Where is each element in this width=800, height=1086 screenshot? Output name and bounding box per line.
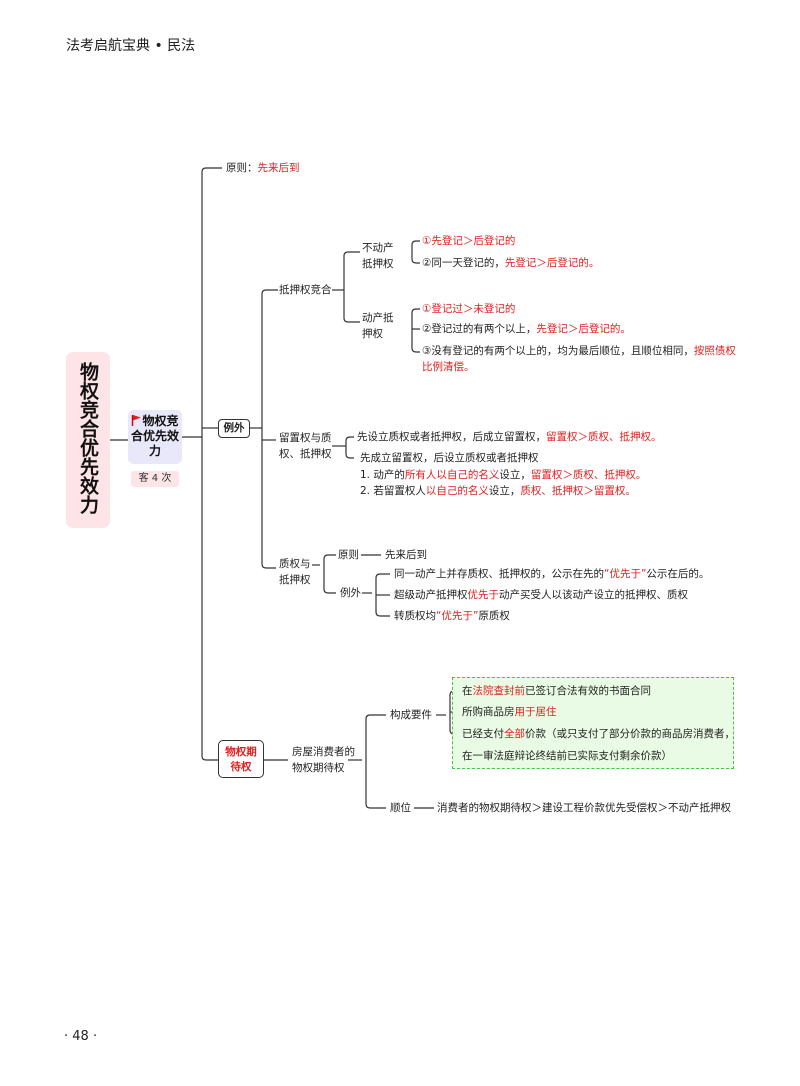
lien-rule-c: 1. 动产的所有人以自己的名义设立，留置权＞质权、抵押权。 (360, 469, 646, 482)
lien-node-line2: 权、抵押权 (279, 448, 332, 460)
expectancy-node-line1: 房屋消费者的 (292, 746, 355, 758)
lien-rule-a: 先设立质权或者抵押权，后成立留置权，留置权＞质权、抵押权。 (357, 431, 662, 444)
page-number: · 48 · (64, 1029, 98, 1044)
pledge-node-line2: 抵押权 (279, 574, 311, 586)
movable-rule-3-a: ③没有登记的有两个以上的，均为最后顺位，且顺位相同， (422, 345, 694, 357)
lien-rule-a-1: 先设立质权或者抵押权，后成立留置权， (357, 431, 546, 443)
pledge-exception-2-c: 动产买受人以该动产设立的抵押权、质权 (499, 589, 688, 601)
lien-rule-d-2: 以自己的名义 (425, 485, 489, 497)
immovable-mortgage-node: 不动产抵押权 (362, 242, 394, 270)
lien-rule-c-3: 设立， (499, 469, 531, 481)
pledge-exception-2-a: 超级动产抵押权 (394, 589, 468, 601)
pledge-exception-2-b: 优先于 (467, 589, 500, 601)
pledge-exception-1-c: 公示在后的。 (646, 568, 710, 580)
principle-label: 原则： (226, 162, 258, 174)
requirement-3-cont: 在一审法庭辩论终结前已实际支付剩余价款） (462, 750, 672, 762)
immovable-rule-1: ①先登记＞后登记的 (422, 235, 515, 248)
expectancy-box-line1: 物权期 (225, 746, 257, 758)
requirement-1-a: 在 (462, 685, 473, 697)
requirement-2: 所购商品房用于居住 (462, 706, 557, 719)
lien-rule-d-1: 2. 若留置权人 (360, 485, 426, 497)
immovable-rule-2-a: ②同一天登记的， (422, 257, 505, 269)
principle-value: 先来后到 (257, 162, 300, 174)
lien-rule-c-2: 所有人以自己的名义 (404, 469, 500, 481)
pledge-exception-label: 例外 (340, 587, 361, 599)
requirement-2-b: 用于居住 (514, 706, 557, 718)
exceptions-box: 例外 (218, 419, 250, 438)
lien-rule-d-4: 质权、抵押权＞留置权。 (520, 485, 636, 497)
main-topic-node: 物权竞合优先效力 (128, 410, 182, 464)
movable-rule-2-a: ②登记过的有两个以上， (422, 323, 537, 335)
immovable-rule-2: ②同一天登记的，先登记＞后登记的。 (422, 257, 599, 270)
requirements-node: 构成要件 (390, 709, 432, 721)
lien-node-line1: 留置权与质 (279, 432, 332, 444)
movable-rule-1-text: ①登记过＞未登记的 (422, 303, 516, 315)
pledge-exception-1-b: “优先于” (604, 568, 647, 580)
requirement-1-b: 法院查封前 (472, 685, 526, 697)
lien-rule-d: 2. 若留置权人以自己的名义设立，质权、抵押权＞留置权。 (360, 485, 636, 498)
requirement-1-c: 已签订合法有效的书面合同 (525, 685, 651, 697)
pledge-exception-1-a: 同一动产上并存质权、抵押权的，公示在先的 (394, 568, 604, 580)
requirement-3-a: 已经支付 (462, 728, 504, 740)
order-label: 顺位 (390, 802, 411, 814)
red-flag-icon (132, 415, 142, 426)
pledge-exception-3-a: 转质权均 (394, 610, 436, 622)
movable-rule-2: ②登记过的有两个以上，先登记＞后登记的。 (422, 323, 631, 336)
lien-rule-d-3: 设立， (488, 485, 521, 497)
order-value: 消费者的物权期待权＞建设工程价款优先受偿权＞不动产抵押权 (437, 802, 731, 814)
requirement-3: 已经支付全部价款（或只支付了部分价款的商品房消费者， (462, 728, 735, 741)
pledge-principle-value: 先来后到 (385, 549, 427, 561)
lien-rule-c-4: 留置权＞质权、抵押权。 (530, 469, 647, 481)
expectancy-box-line2: 待权 (230, 761, 252, 773)
expectancy-box: 物权期 待权 (218, 740, 264, 778)
movable-rule-3: ③没有登记的有两个以上的，均为最后顺位，且顺位相同，按照债权 (422, 345, 736, 358)
requirements-box (452, 677, 734, 769)
immovable-rule-2-b: 先登记＞后登记的。 (504, 257, 600, 269)
lien-rule-b: 先成立留置权，后设立质权或者抵押权 (360, 452, 539, 464)
main-topic-label: 物权竞合优先效力 (128, 414, 182, 459)
requirement-3-b: 全部 (504, 728, 525, 740)
movable-rule-3-c: 比例清偿。 (422, 361, 475, 373)
pledge-exception-3-c: 原质权 (478, 610, 510, 622)
movable-mortgage-node: 动产抵押权 (362, 312, 394, 340)
pledge-exception-1: 同一动产上并存质权、抵押权的，公示在先的“优先于”公示在后的。 (394, 568, 709, 581)
page-header: 法考启航宝典 • 民法 (66, 38, 196, 54)
frequency-badge: 客 4 次 (131, 471, 179, 487)
principle-node: 原则：先来后到 (226, 162, 300, 175)
mortgage-competition-node: 抵押权竞合 (279, 284, 332, 296)
requirement-2-a: 所购商品房 (462, 706, 515, 718)
movable-rule-1: ①登记过＞未登记的 (422, 303, 515, 316)
pledge-exception-3-b: “优先于” (436, 610, 479, 622)
lien-rule-c-1: 1. 动产的 (360, 469, 405, 481)
movable-rule-3-b: 按照债权 (693, 345, 736, 357)
immovable-rule-1-text: ①先登记＞后登记的 (422, 235, 516, 247)
lien-rule-a-2: 留置权＞质权、抵押权。 (546, 431, 662, 443)
requirement-3-c: 价款（或只支付了部分价款的商品房消费者， (525, 728, 735, 740)
expectancy-node-line2: 物权期待权 (292, 762, 345, 774)
vertical-title-block: 物权竞合优先效力 (66, 352, 110, 528)
pledge-node-line1: 质权与 (279, 558, 311, 570)
requirement-1: 在法院查封前已签订合法有效的书面合同 (462, 685, 651, 698)
pledge-exception-2: 超级动产抵押权优先于动产买受人以该动产设立的抵押权、质权 (394, 589, 688, 602)
pledge-principle-label: 原则 (338, 549, 359, 561)
pledge-exception-3: 转质权均“优先于”原质权 (394, 610, 510, 623)
main-topic-text: 物权竞合优先效力 (130, 414, 179, 458)
movable-rule-2-b: 先登记＞后登记的。 (536, 323, 631, 335)
vertical-title: 物权竞合优先效力 (77, 362, 99, 514)
